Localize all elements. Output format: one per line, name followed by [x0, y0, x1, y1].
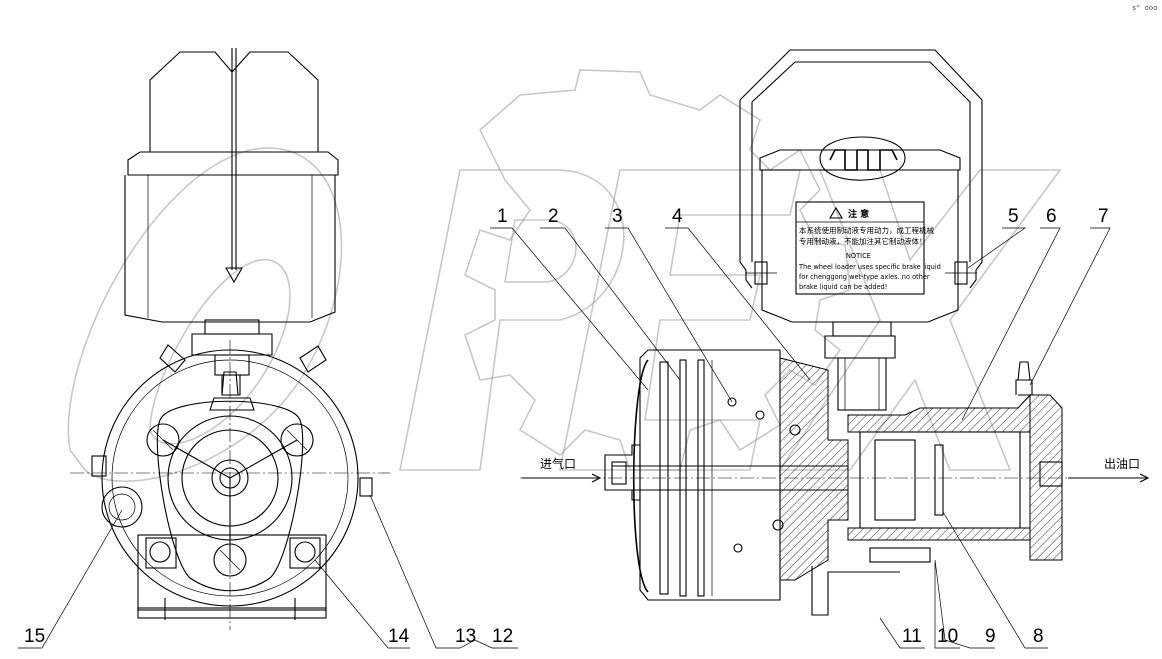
notice-cn-line2: 专用制动液，不能加注其它制动液体！: [799, 236, 927, 246]
callout-6: 6: [1046, 206, 1057, 227]
callout-5: 5: [1008, 206, 1019, 227]
callout-8: 8: [1033, 626, 1044, 647]
callout-14: 14: [388, 626, 410, 647]
callout-7: 7: [1098, 206, 1109, 227]
notice-cn-line1: 本系统使用制动液专用动力，成工程机械: [799, 225, 934, 235]
callout-15: 15: [24, 626, 45, 647]
callout-10: 10: [937, 626, 958, 647]
leader-lines: [18, 227, 1111, 649]
callout-13: 13: [455, 626, 476, 647]
callout-4: 4: [672, 206, 683, 227]
callout-11: 11: [902, 626, 922, 647]
callout-12: 12: [492, 626, 513, 647]
callouts: 1 2 3 4 5 6 7 8 9 10 11 12 13 14 15: [24, 206, 1109, 647]
callout-1: 1: [497, 206, 508, 227]
right-section-view: [520, 49, 1150, 616]
callout-9: 9: [985, 626, 996, 647]
inlet-port-label: 进气口: [540, 456, 576, 471]
notice-en-line1: The wheel loader uses specific brake liq…: [798, 263, 941, 271]
notice-en-line2: for chenggong wet-type axles. no other: [799, 273, 930, 281]
outlet-port-label: 出油口: [1104, 457, 1140, 471]
left-end-view: [70, 48, 390, 630]
notice-heading: NOTICE: [846, 252, 871, 260]
callout-3: 3: [612, 206, 623, 227]
notice-en-line3: brake liquid can be added!: [799, 283, 887, 291]
notice-title: 注 意: [848, 208, 869, 220]
corner-mark: s" ooo: [1132, 4, 1157, 12]
notice-plate: 注 意 本系统使用制动液专用动力，成工程机械 专用制动液，不能加注其它制动液体！…: [798, 208, 941, 291]
callout-2: 2: [548, 206, 559, 227]
